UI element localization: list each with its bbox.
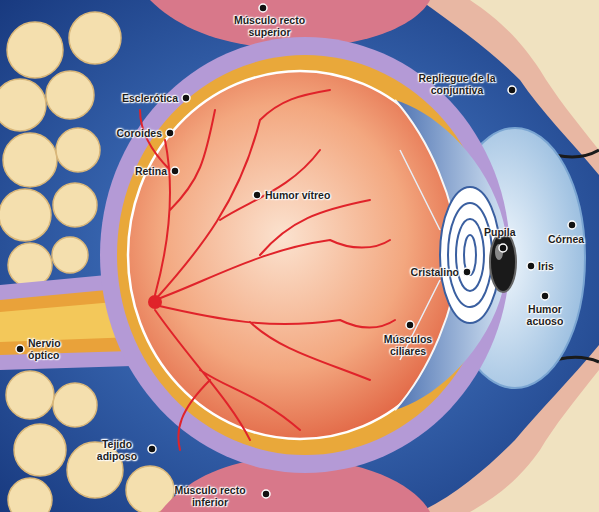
blood-vessels: [140, 90, 395, 450]
pupil: [490, 232, 516, 292]
part-label: Retina: [90, 165, 167, 177]
part-label: Músculo recto inferior: [162, 484, 258, 508]
part-label: Esclerótica: [96, 92, 178, 104]
part-label: Nervio óptico: [28, 337, 80, 361]
part-label: Músculo recto superior: [222, 14, 317, 38]
label-dots: [16, 4, 576, 498]
lens: [400, 150, 500, 360]
part-label: Humor acuoso: [513, 303, 577, 327]
part-label: Iris: [538, 260, 568, 272]
part-label: Pupila: [484, 226, 528, 238]
part-label: Músculos ciliares: [368, 333, 448, 357]
part-label: Córnea: [548, 233, 596, 245]
part-label: Cristalino: [396, 266, 459, 278]
part-label: Coroides: [86, 127, 162, 139]
part-label: Repliegue de la conjuntiva: [410, 72, 504, 96]
part-label: Tejido adiposo: [86, 438, 148, 462]
part-label: Humor vítreo: [265, 189, 365, 201]
